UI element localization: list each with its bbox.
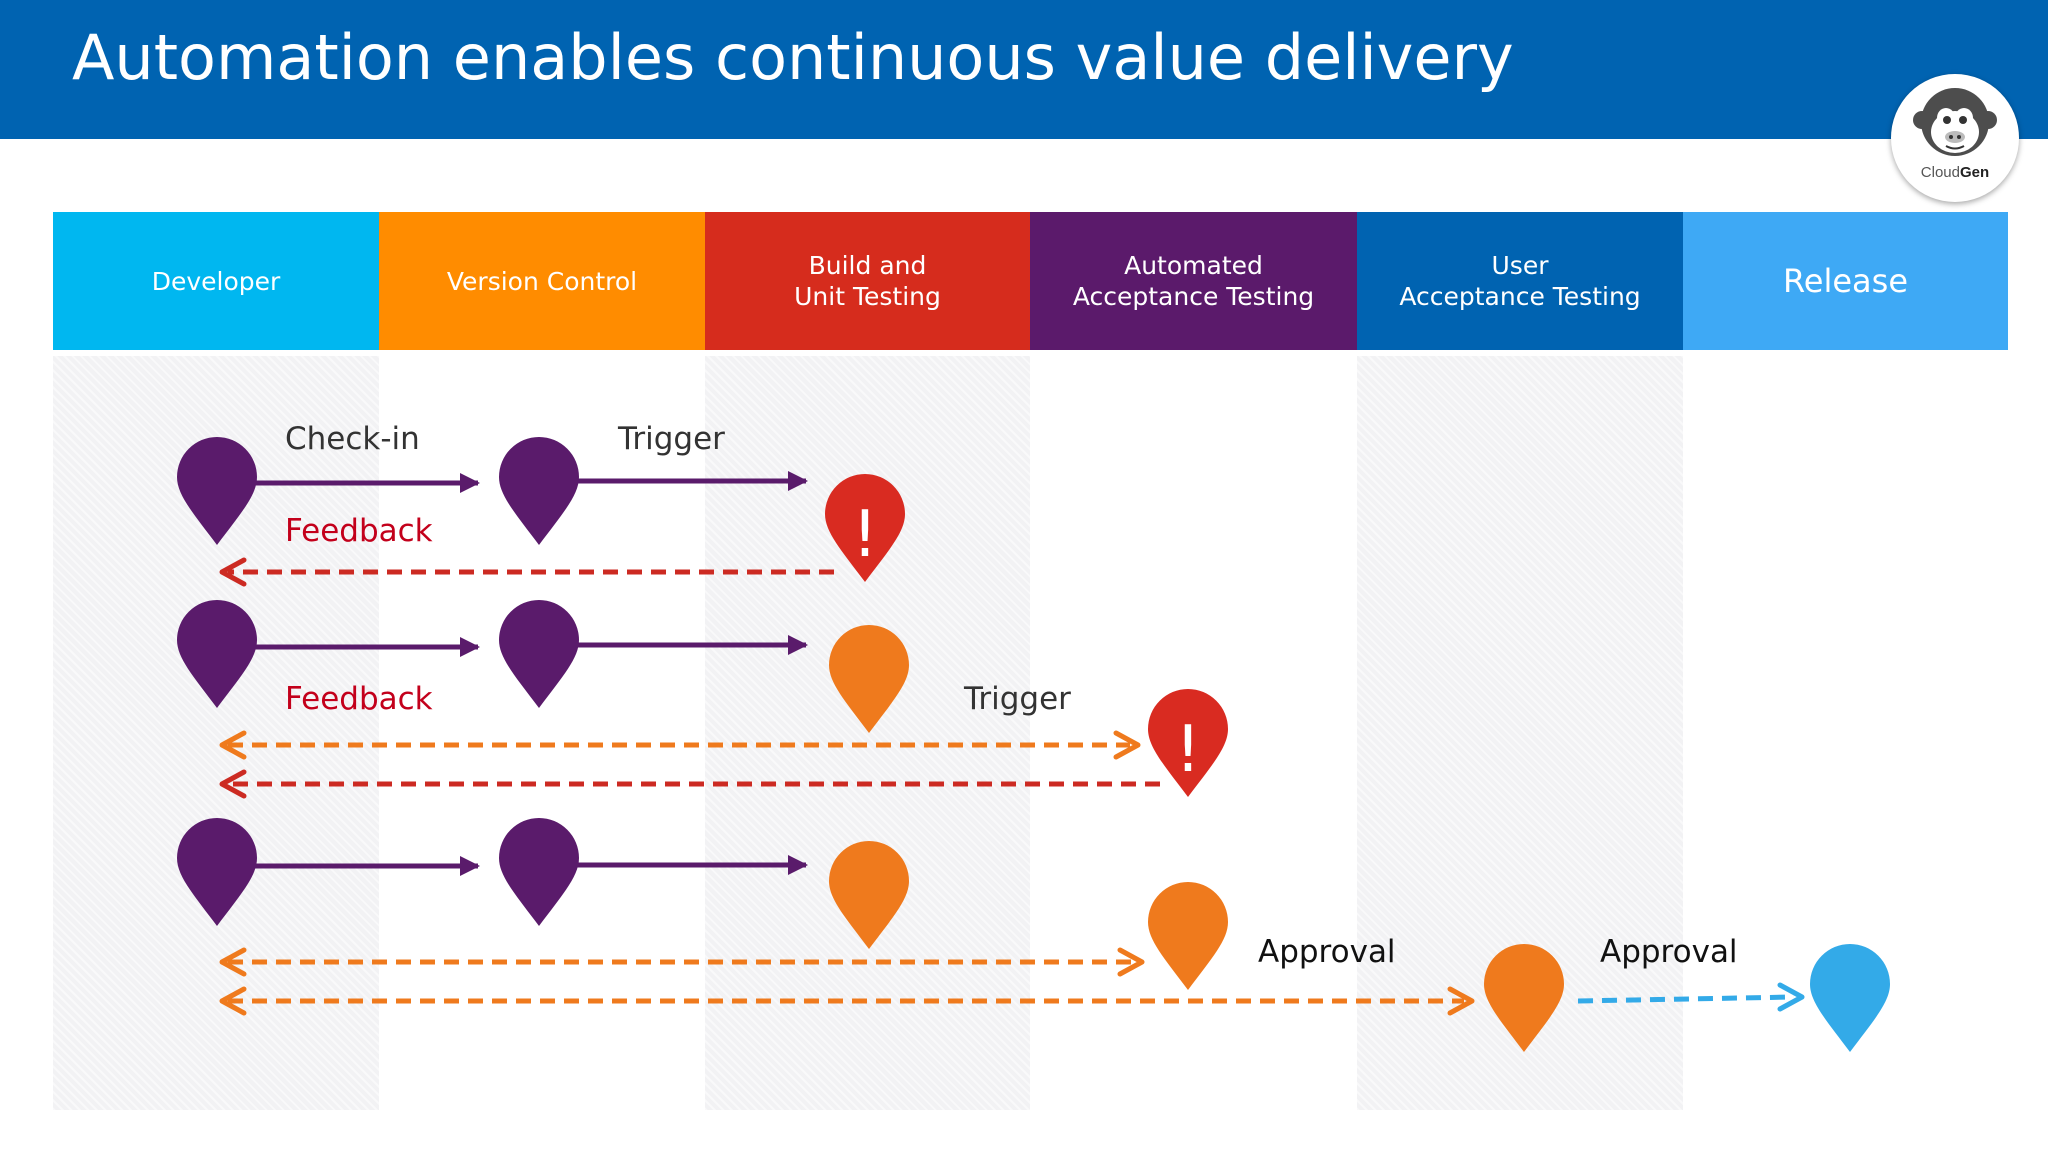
- version-control-pin: [499, 818, 579, 926]
- feedback-arrowhead: [219, 557, 247, 587]
- feedback-label-1: Feedback: [285, 513, 433, 549]
- orange-left-arrowhead: [219, 947, 247, 977]
- build-failure-pin: [825, 474, 905, 582]
- release-dashed-line: [1577, 994, 1795, 1004]
- logo-text-light: Cloud: [1920, 164, 1960, 181]
- stage-developer: Developer: [53, 212, 379, 350]
- title-bar: Automation enables continuous value deli…: [0, 0, 2048, 139]
- stage-automated-acceptance-testing: Automated Acceptance Testing: [1030, 212, 1357, 350]
- uat-pass-pin: [1484, 944, 1564, 1052]
- orange-right-arrowhead: [1113, 730, 1141, 760]
- build-pass-pin: [829, 625, 909, 733]
- version-control-pin: [499, 600, 579, 708]
- approval-label-1: Approval: [1258, 934, 1396, 970]
- orange-right-arrowhead: [1117, 947, 1145, 977]
- stage-version-control: Version Control: [379, 212, 705, 350]
- orange-right-arrowhead: [1447, 986, 1475, 1016]
- orange-left-arrowhead: [219, 730, 247, 760]
- trigger-label-1: Trigger: [618, 421, 725, 457]
- stage-build-unit-testing: Build and Unit Testing: [705, 212, 1030, 350]
- developer-pin: [177, 818, 257, 926]
- cloudgen-logo: CloudGen: [1891, 74, 2019, 202]
- trigger-label-2: Trigger: [964, 681, 1071, 717]
- version-control-pin: [499, 437, 579, 545]
- acceptance-failure-pin: [1148, 689, 1228, 797]
- feedback-arrowhead: [219, 769, 247, 799]
- feedback-label-2: Feedback: [285, 681, 433, 717]
- release-pin: [1810, 944, 1890, 1052]
- acceptance-pass-pin: [1148, 882, 1228, 990]
- row-2: !: [177, 600, 1228, 799]
- checkin-label: Check-in: [285, 421, 420, 457]
- logo-text: CloudGen: [1891, 164, 2019, 181]
- monkey-face-icon: [1913, 88, 1997, 156]
- row-3: [177, 818, 1890, 1052]
- developer-pin: [177, 600, 257, 708]
- stage-user-acceptance-testing: User Acceptance Testing: [1357, 212, 1683, 350]
- slide-title: Automation enables continuous value deli…: [72, 21, 1514, 94]
- stage-release: Release: [1683, 212, 2008, 350]
- exclamation-icon: !: [1175, 713, 1201, 787]
- row-1: !: [177, 437, 905, 587]
- orange-left-arrowhead: [219, 986, 247, 1016]
- approval-label-2: Approval: [1600, 934, 1738, 970]
- release-arrowhead: [1777, 982, 1805, 1012]
- exclamation-icon: !: [852, 498, 878, 572]
- build-pass-pin: [829, 841, 909, 949]
- developer-pin: [177, 437, 257, 545]
- logo-text-bold: Gen: [1960, 164, 1990, 181]
